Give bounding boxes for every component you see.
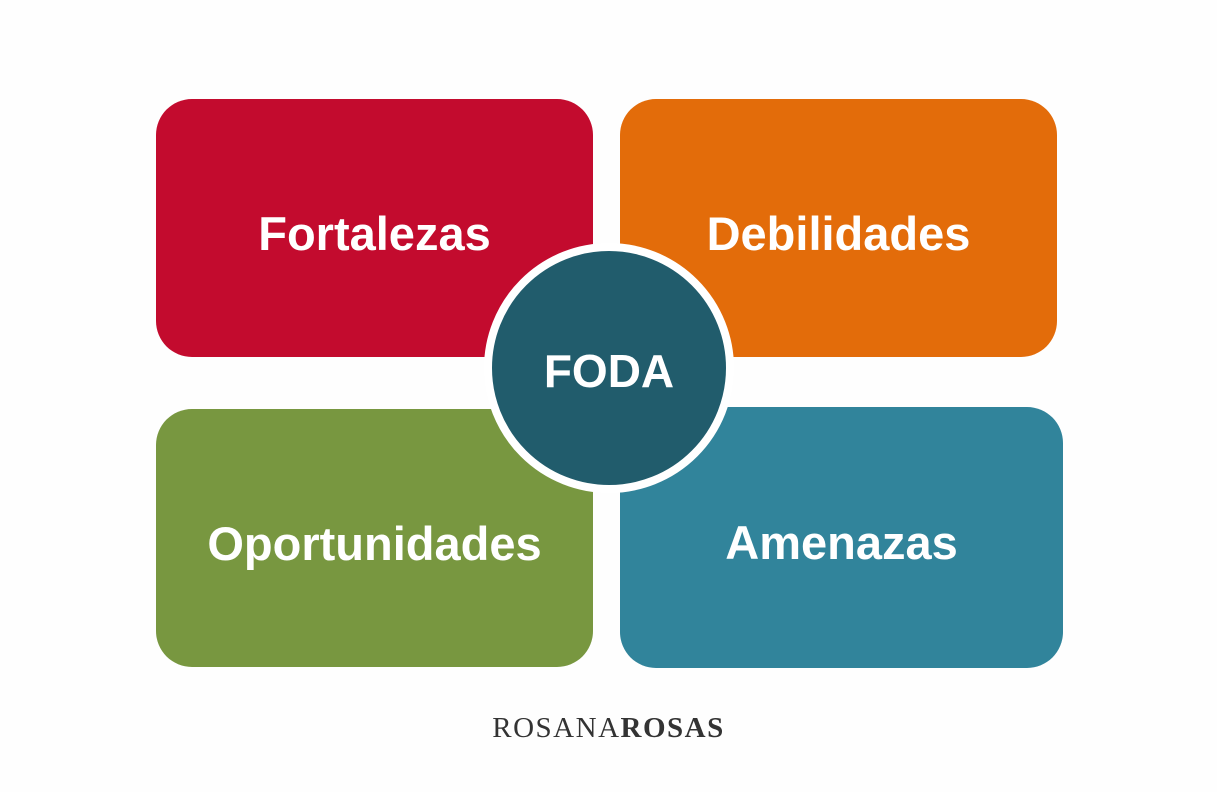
quadrant-debilidades-label: Debilidades [706,206,971,260]
brand-name-first-part: ROSANA [492,712,621,744]
quadrant-fortalezas: Fortalezas [156,99,593,357]
brand-name-second-part: ROSAS [620,712,725,744]
foda-center-circle: FODA [484,243,734,493]
quadrant-fortalezas-label: Fortalezas [258,206,491,260]
quadrant-amenazas-label: Amenazas [725,516,958,569]
quadrant-oportunidades-label: Oportunidades [207,516,542,570]
quadrant-oportunidades: Oportunidades [156,409,593,667]
foda-center-label: FODA [543,345,675,397]
brand-logo: ROSANAROSAS [0,711,1217,746]
